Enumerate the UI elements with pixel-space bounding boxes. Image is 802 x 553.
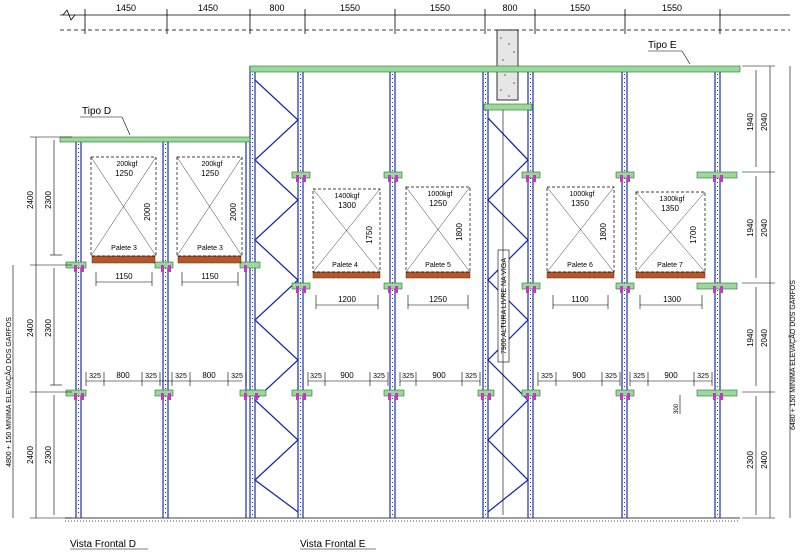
clear-e4-a: 325 (633, 373, 645, 380)
right-outer-2: 2040 (760, 219, 769, 237)
top-dim-3: 800 (269, 3, 284, 13)
vista-frontal-d: Vista Frontal D (70, 539, 136, 550)
top-dim-5: 1550 (430, 3, 450, 13)
top-dim-4: 1550 (340, 3, 360, 13)
upright-perforations (78, 70, 718, 515)
clear-d1-a: 325 (89, 373, 101, 380)
beam-span-dims (95, 272, 703, 309)
pallet-2-load: 200kgf (201, 161, 222, 168)
clear-e1-b: 900 (340, 371, 354, 380)
clear-d2-a: 325 (175, 373, 187, 380)
left-outer-1: 2400 (26, 191, 35, 209)
pallet-2-width: 1250 (201, 169, 219, 178)
clear-e1-c: 325 (373, 373, 385, 380)
clear-e1-a: 325 (310, 373, 322, 380)
pallet-4-name: Palete 5 (425, 262, 451, 269)
bracing-left (253, 79, 299, 513)
pallet-6-load: 1300kgf (660, 196, 685, 203)
right-dimension-chains (742, 65, 791, 519)
pallet-6-height: 1700 (689, 226, 698, 244)
pallet-bases (91, 255, 706, 279)
clear-e4-c: 325 (697, 373, 709, 380)
pallet-3-width: 1300 (338, 201, 356, 210)
bracing-right (487, 117, 529, 513)
right-inner-4: 2300 (746, 451, 755, 469)
right-overall: 6480 + 150 MINIMA ELEVAÇÃO DOS GARFOS (788, 280, 797, 430)
pallet-3-load: 1400kgf (335, 193, 360, 200)
pallet-5-load: 1000kgf (570, 191, 595, 198)
top-dimension-chain (60, 9, 790, 34)
left-inner-3: 2300 (44, 446, 53, 464)
vista-frontal-e: Vista Frontal E (300, 539, 366, 550)
pallet-6-span: 1300 (663, 295, 681, 304)
concrete-column (496, 29, 519, 101)
clearance-dims (85, 372, 713, 386)
pallet-1-span: 1150 (115, 272, 133, 281)
pallet-2-name: Palete 3 (197, 245, 223, 252)
clear-d2-c: 325 (231, 373, 243, 380)
clear-d2-b: 800 (202, 371, 216, 380)
top-dim-8: 1550 (662, 3, 682, 13)
tipo-e-label: Tipo E (648, 40, 677, 51)
beam-clear-height-box (497, 249, 510, 363)
pallet-1-width: 1250 (115, 169, 133, 178)
pallet-5-height: 1800 (599, 223, 608, 241)
beams (59, 65, 741, 397)
pallet-4-height: 1800 (455, 223, 464, 241)
right-inner-1: 1940 (746, 113, 755, 131)
pallet-6-width: 1350 (661, 204, 679, 213)
pallet-6-name: Palete 7 (657, 262, 683, 269)
left-outer-3: 2400 (26, 446, 35, 464)
clear-e2-b: 900 (432, 371, 446, 380)
pallet-2-height: 2000 (229, 203, 238, 221)
tipo-d-label: Tipo D (82, 106, 111, 117)
clear-e3-c: 325 (605, 373, 617, 380)
clear-e3-a: 325 (541, 373, 553, 380)
clear-e3-b: 900 (572, 371, 586, 380)
column-hatch (500, 37, 515, 97)
pallet-5-width: 1350 (571, 199, 589, 208)
right-inner-2: 1940 (746, 219, 755, 237)
right-outer-3: 2040 (760, 329, 769, 347)
load-box-diagonals (90, 156, 706, 273)
pallet-4-span: 1250 (429, 295, 447, 304)
left-dimension-chains (12, 136, 72, 519)
pallet-1-name: Palete 3 (111, 245, 137, 252)
pallet-4-width: 1250 (429, 199, 447, 208)
clear-e2-c: 325 (465, 373, 477, 380)
beam-clear-height: 7900 ALTURA LIVRE NA VIGA (501, 258, 508, 354)
pallet-5-name: Palete 6 (567, 262, 593, 269)
load-boxes (90, 156, 706, 273)
beam-connectors (74, 175, 723, 400)
clear-d1-b: 800 (116, 371, 130, 380)
clear-e4-b: 900 (664, 371, 678, 380)
pallet-2-span: 1150 (201, 272, 219, 281)
tipo-e-pointer (681, 50, 691, 65)
top-dim-6: 800 (502, 3, 517, 13)
clear-d1-c: 325 (145, 373, 157, 380)
right-inner-3: 1940 (746, 329, 755, 347)
left-inner-1: 2300 (44, 191, 53, 209)
left-inner-2: 2300 (44, 319, 53, 337)
pallet-3-span: 1200 (338, 295, 356, 304)
right-outer-1: 2040 (760, 113, 769, 131)
tipo-d-pointer (121, 116, 131, 136)
pallet-3-name: Palete 4 (332, 262, 358, 269)
pallet-1-height: 2000 (143, 203, 152, 221)
right-outer-4: 2400 (760, 451, 769, 469)
pallet-4-load: 1000kgf (428, 191, 453, 198)
pallet-1-load: 200kgf (116, 161, 137, 168)
left-overall: 4800 + 150 MINIMA ELEVAÇÃO DOS GARFOS (4, 317, 13, 467)
pallet-5-span: 1100 (571, 295, 589, 304)
top-dim-2: 1450 (198, 3, 218, 13)
top-dim-1: 1450 (116, 3, 136, 13)
left-outer-2: 2400 (26, 319, 35, 337)
top-dim-7: 1550 (570, 3, 590, 13)
clear-e2-a: 325 (402, 373, 414, 380)
small-dim: 300 (674, 403, 680, 414)
pallet-3-height: 1750 (365, 226, 374, 244)
